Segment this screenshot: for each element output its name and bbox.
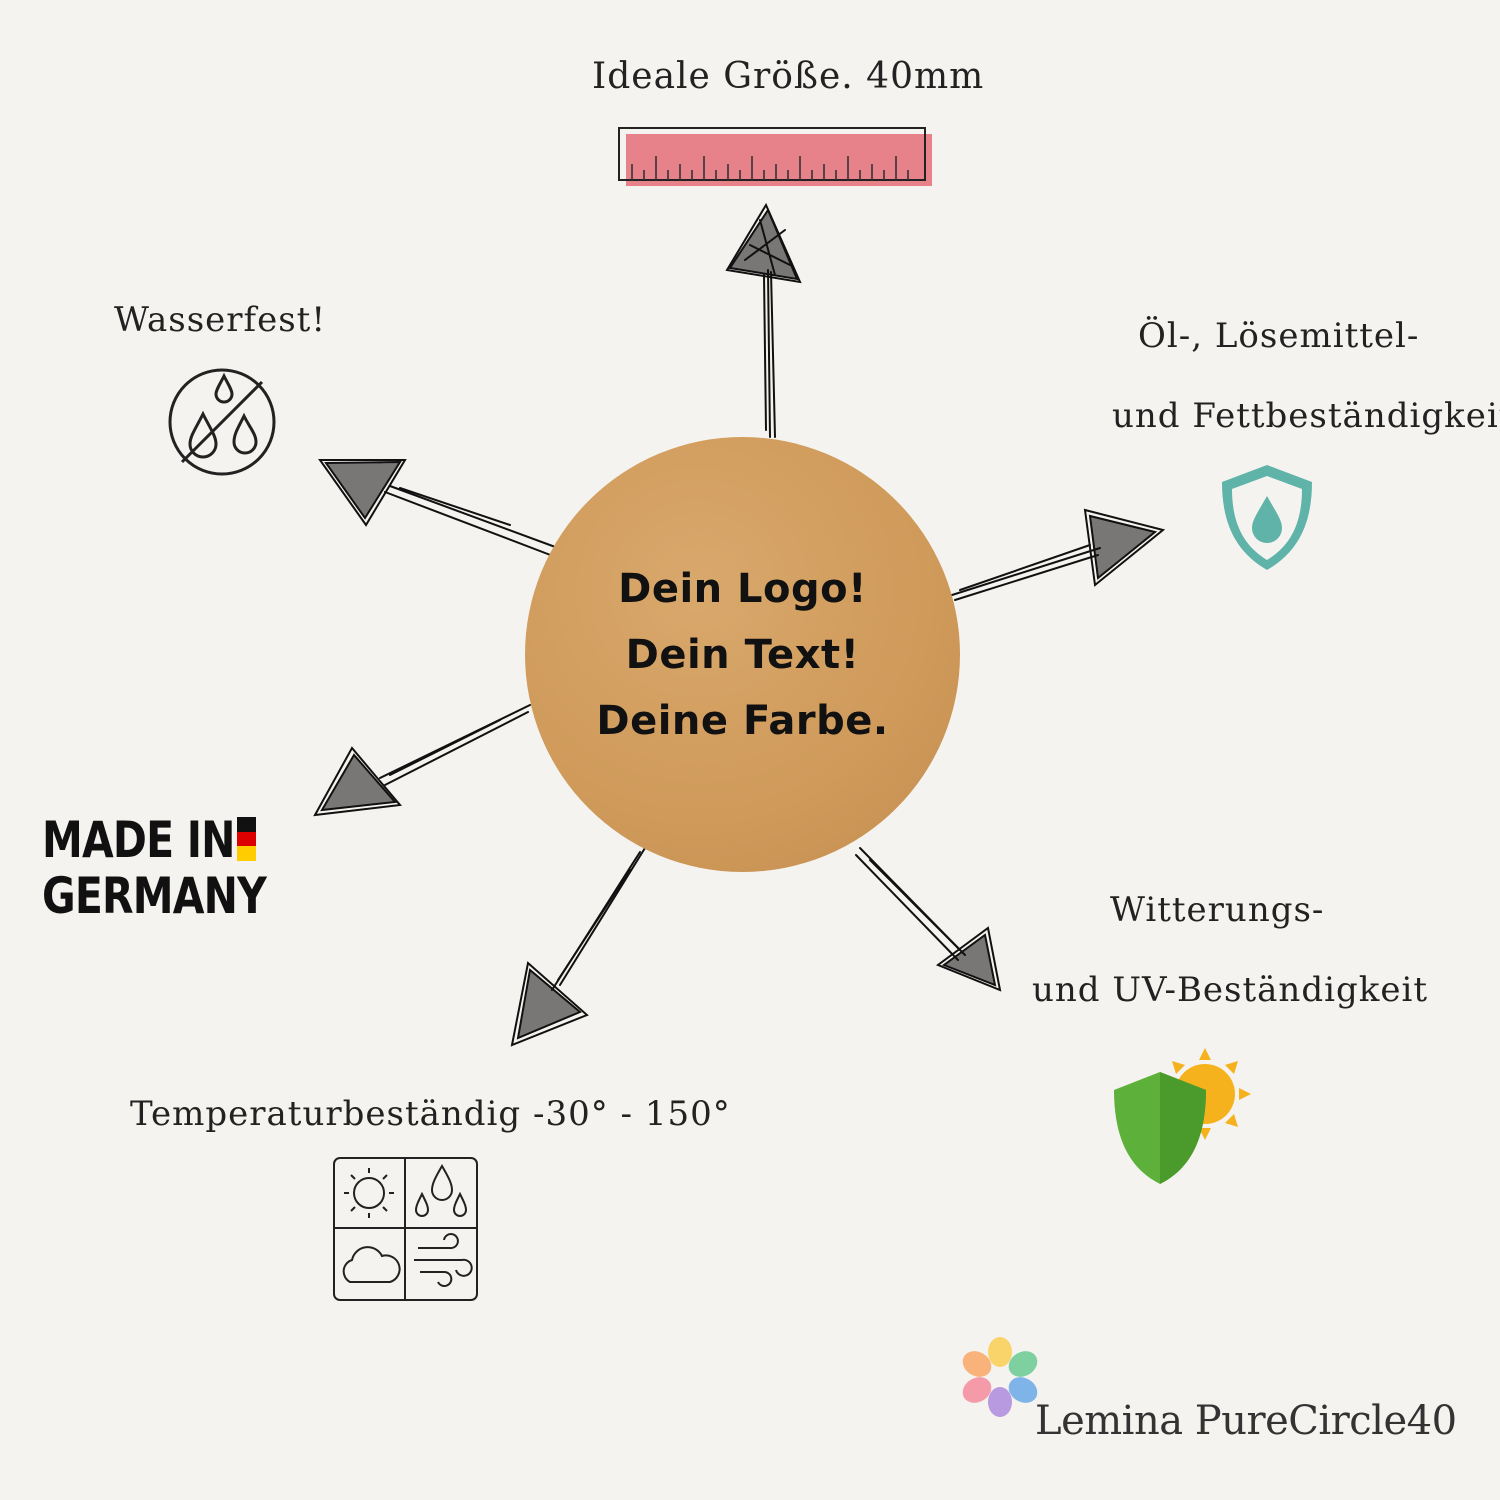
arrow-lower-right [855, 847, 1002, 992]
shield-drop-icon [1222, 465, 1312, 570]
arrow-right [951, 508, 1166, 601]
oil-label-line1: Öl-, Lösemittel- [1138, 316, 1420, 356]
size-label: Ideale Größe. 40mm [592, 56, 985, 97]
no-water-drops-icon [168, 368, 276, 476]
arrow-lower-left [510, 847, 646, 1047]
sticker-line3: Deine Farbe. [596, 697, 889, 744]
ruler-icon [618, 127, 932, 186]
sticker-circle: Dein Logo! Dein Text! Deine Farbe. [525, 437, 960, 872]
weather-grid-icon [333, 1157, 478, 1301]
made-in-germany: MADE IN GERMANY [42, 811, 267, 925]
oil-label-line2: und Fettbeständigkeit [1112, 396, 1500, 436]
arrow-up [725, 202, 802, 438]
arrow-upper-left [318, 459, 559, 557]
sun-shield-icon [1114, 1048, 1251, 1184]
made-in-line1: MADE IN [42, 811, 235, 869]
made-in-line2: GERMANY [42, 867, 267, 925]
sticker-line1: Dein Logo! [618, 565, 867, 612]
sticker-line2: Dein Text! [625, 631, 860, 678]
weather-label-line2: und UV-Beständigkeit [1032, 970, 1428, 1010]
arrow-left [313, 704, 531, 817]
flower-logo-icon [962, 1337, 1038, 1417]
temperature-label: Temperaturbeständig -30° - 150° [130, 1094, 731, 1134]
waterproof-label: Wasserfest! [114, 300, 327, 340]
weather-label-line1: Witterungs- [1110, 890, 1325, 930]
german-flag-icon [237, 817, 256, 861]
brand-name: Lemina PureCircle40 [1035, 1398, 1457, 1444]
